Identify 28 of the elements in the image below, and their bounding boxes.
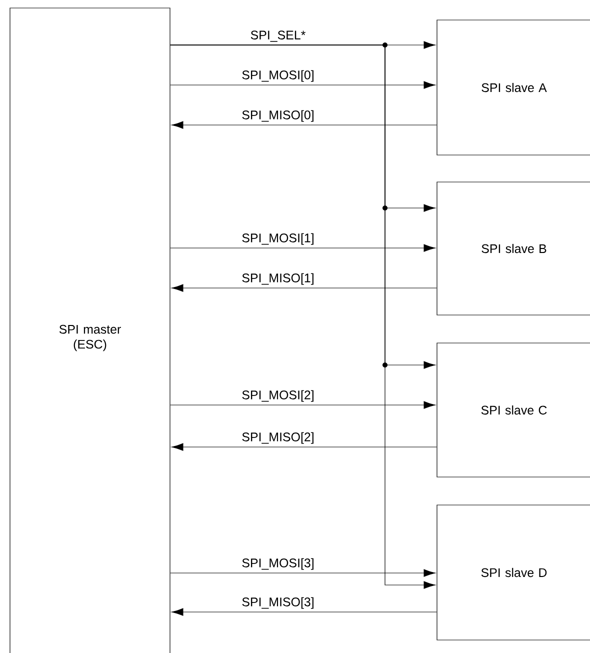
box-label: SPI master (ESC) [59,324,121,352]
signal-label: SPI_MOSI[0] [240,69,316,83]
signal-label: SPI_MISO[2] [240,431,316,445]
signal-label: SPI_MISO[1] [240,272,316,286]
arrow [171,443,437,451]
arrow [170,44,436,589]
signal-label: SPI_MISO[3] [240,596,316,610]
slave-box [436,504,590,640]
master-box [10,8,170,653]
slave-box [436,20,590,156]
arrow [170,81,436,89]
arrow [170,569,436,577]
arrow [171,608,437,616]
arrow [171,284,437,292]
signal-label: SPI_MOSI[1] [240,232,316,246]
signal-label: SPI_MOSI[2] [240,389,316,403]
slave-box [436,182,590,316]
signal-label: SPI_SEL* [249,30,307,43]
arrow [171,121,437,129]
arrow [170,244,436,252]
signal-label: SPI_MOSI[3] [240,557,316,571]
slave-box [436,342,590,478]
box-label: SPI slave B [482,244,546,254]
box-label: SPI slave C [481,405,547,415]
arrow [170,401,436,409]
box-label: SPI slave D [481,568,547,578]
signal-label: SPI_MISO[0] [240,109,316,123]
box-label: SPI slave A [482,82,547,92]
